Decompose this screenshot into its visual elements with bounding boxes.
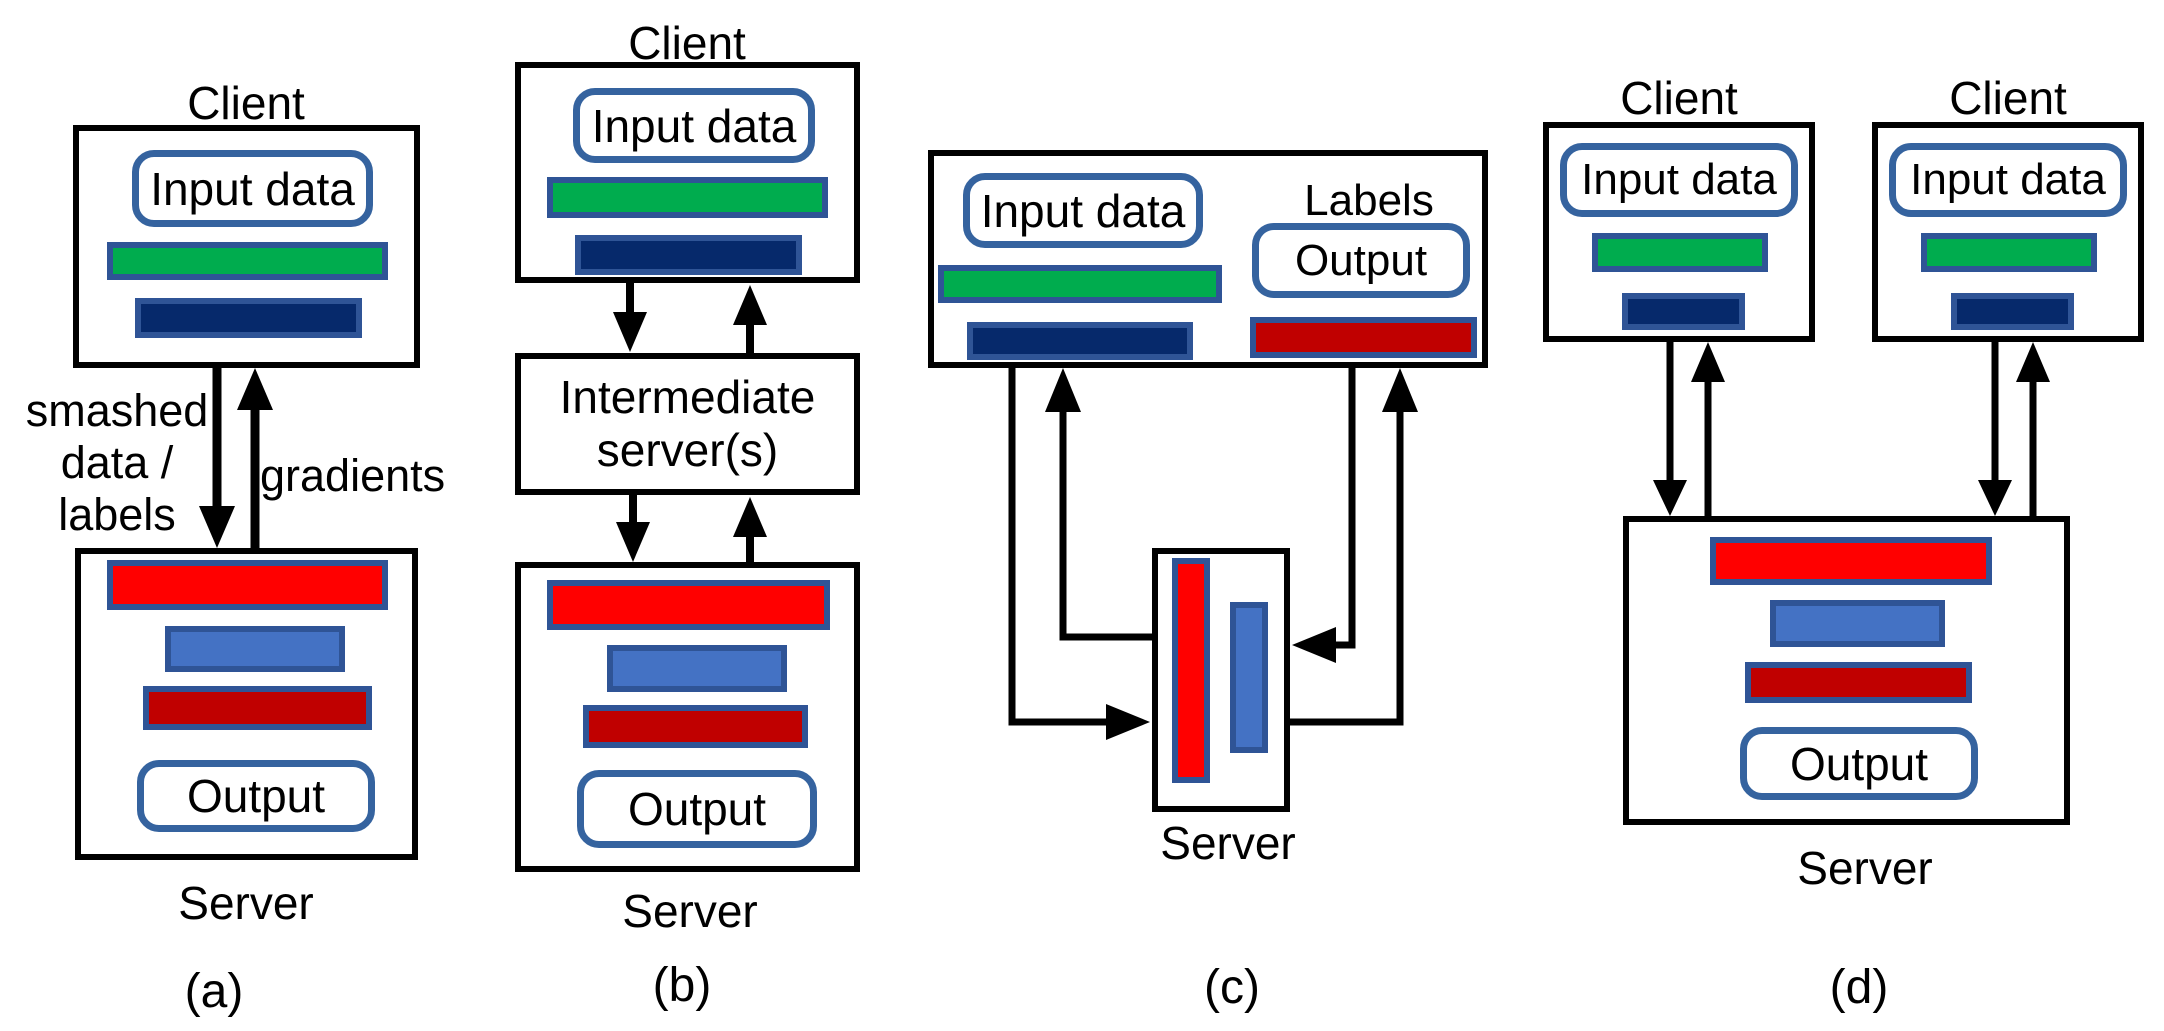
panel-b-server-layer-red bbox=[547, 580, 830, 630]
panel-a-caption: (a) bbox=[184, 965, 244, 1018]
panel-d-server-layer-blue bbox=[1770, 600, 1945, 647]
smashed-label-line1: smashed bbox=[25, 385, 209, 436]
panel-b-server-layer-darkred bbox=[583, 705, 808, 748]
panel-d-server-layer-darkred bbox=[1745, 662, 1972, 703]
panel-d-client1-layer-green bbox=[1592, 233, 1768, 272]
panel-c-client-layer-darkred bbox=[1250, 317, 1477, 358]
c-client-to-server-right-line bbox=[1336, 368, 1356, 649]
b-server-to-intermediate-arrowhead bbox=[733, 497, 767, 537]
panel-d-client2-title: Client bbox=[1949, 72, 2067, 124]
panel-c-server-title: Server bbox=[1160, 817, 1296, 869]
c-server-to-client-right-arrowhead bbox=[1382, 368, 1418, 412]
panel-b-client-layer-navy bbox=[575, 235, 802, 275]
panel-c-caption: (c) bbox=[1204, 961, 1260, 1014]
c-server-to-client-right-line bbox=[1290, 408, 1404, 726]
panel-a-client-layer-navy bbox=[135, 298, 362, 338]
panel-b-client-layer-green bbox=[547, 177, 828, 218]
panel-a-server-layer-blue bbox=[165, 626, 345, 672]
panel-a-server-layer-darkred bbox=[143, 686, 372, 730]
c-server-to-client-left-arrowhead bbox=[1045, 368, 1081, 412]
panel-d-client1-layer-navy bbox=[1622, 293, 1745, 330]
panel-a-input-data-node: Input data bbox=[132, 150, 373, 227]
panel-b-caption: (b) bbox=[652, 959, 712, 1012]
panel-d-client2-layer-navy bbox=[1951, 293, 2074, 330]
panel-c-client-layer-navy bbox=[967, 322, 1193, 360]
panel-c-client-layer-green bbox=[938, 265, 1222, 303]
smashed-label-line3: labels bbox=[58, 489, 176, 540]
panel-a-client-title: Client bbox=[187, 77, 305, 129]
b-intermediate-to-server-arrowhead bbox=[616, 522, 650, 562]
d-client2-to-server-arrowhead bbox=[1978, 480, 2012, 516]
panel-a-client-layer-green bbox=[107, 242, 388, 280]
intermediate-label-line1: Intermediate bbox=[559, 371, 816, 423]
panel-b-output-node: Output bbox=[577, 770, 817, 848]
smashed-label-line2: data / bbox=[60, 437, 174, 488]
panel-d-output-node: Output bbox=[1740, 727, 1978, 800]
panel-a-gradients-label: gradients bbox=[260, 450, 446, 501]
panel-d-server-layer-red bbox=[1710, 537, 1992, 585]
c-client-to-server-left-line bbox=[1008, 368, 1108, 726]
intermediate-label-line2: server(s) bbox=[596, 424, 779, 476]
d-server-to-client2-arrowhead bbox=[2016, 342, 2050, 382]
c-client-to-server-right-arrowhead bbox=[1292, 627, 1336, 663]
panel-a-output-node: Output bbox=[137, 760, 375, 832]
panel-c-input-data-node: Input data bbox=[963, 173, 1203, 248]
panel-d-server-title: Server bbox=[1797, 842, 1933, 894]
panel-b-server-layer-blue bbox=[607, 645, 787, 692]
panel-b-intermediate-server-box bbox=[515, 353, 860, 495]
d-server-to-client1-arrowhead bbox=[1691, 342, 1725, 382]
a-gradients-arrowhead bbox=[237, 368, 273, 410]
c-client-to-server-left-arrowhead bbox=[1106, 704, 1150, 740]
panel-a-server-title: Server bbox=[178, 877, 314, 929]
panel-a-smashed-data-labels-label: smashed data / labels bbox=[26, 385, 209, 541]
panel-c-output-node: Output bbox=[1252, 223, 1470, 298]
panel-b-intermediate-server-label: Intermediate server(s) bbox=[515, 353, 860, 495]
panel-c-server-layer-blue-vertical bbox=[1230, 602, 1268, 753]
panel-b-server-title: Server bbox=[622, 885, 758, 937]
panel-d-client2-layer-green bbox=[1921, 233, 2097, 272]
panel-c-labels-label: Labels bbox=[1304, 176, 1434, 225]
panel-c-server-layer-red-vertical bbox=[1172, 558, 1210, 783]
b-client-to-intermediate-arrowhead bbox=[613, 312, 647, 352]
d-client1-to-server-arrowhead bbox=[1653, 480, 1687, 516]
b-intermediate-to-client-arrowhead bbox=[733, 285, 767, 325]
panel-b-input-data-node: Input data bbox=[573, 88, 815, 163]
panel-d-client1-input-data-node: Input data bbox=[1560, 143, 1798, 217]
panel-a-server-layer-red bbox=[107, 560, 388, 610]
panel-d-client2-input-data-node: Input data bbox=[1889, 143, 2127, 217]
panel-d-caption: (d) bbox=[1829, 961, 1889, 1014]
c-server-to-client-left-line bbox=[1059, 408, 1152, 641]
panel-b-client-title: Client bbox=[628, 17, 746, 69]
panel-d-client1-title: Client bbox=[1620, 72, 1738, 124]
